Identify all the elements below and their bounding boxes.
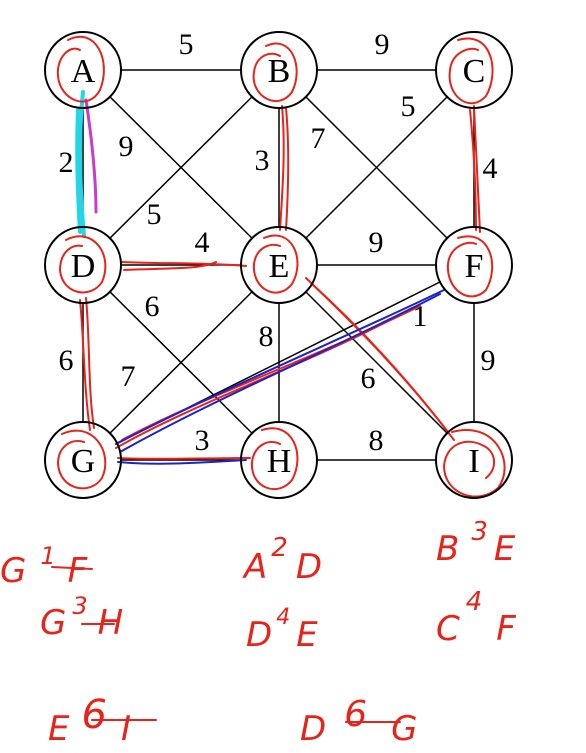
node-label: E xyxy=(269,248,290,285)
cyan-highlight-stroke xyxy=(75,108,82,234)
node-label: C xyxy=(463,53,486,90)
red-node-circle xyxy=(446,235,494,298)
edge-weight-h-i: 8 xyxy=(369,424,384,457)
edge-weight-g-h: 3 xyxy=(195,424,210,457)
node-background xyxy=(242,423,316,497)
edge-weight-c-f: 4 xyxy=(483,152,498,185)
node-i: I xyxy=(435,421,513,499)
node-g: G xyxy=(44,421,122,499)
red-edge-trace xyxy=(79,299,91,431)
edge-e-g xyxy=(82,264,280,461)
node-d: D xyxy=(44,226,122,304)
handwritten-annotations xyxy=(56,35,506,498)
red-edge-trace xyxy=(117,457,251,460)
node-background xyxy=(437,33,511,107)
edge-weight-a-b: 5 xyxy=(179,28,194,61)
node-label: G xyxy=(71,443,96,480)
edge-weight-d-g: 6 xyxy=(59,344,74,377)
red-node-circle xyxy=(252,234,299,294)
node-circle xyxy=(435,31,513,109)
node-circle xyxy=(44,31,122,109)
node-circle xyxy=(44,226,122,304)
node-label: F xyxy=(465,248,484,285)
node-label: D xyxy=(71,248,96,285)
red-node-circle xyxy=(448,37,494,105)
red-node-circle xyxy=(250,427,299,491)
node-circle xyxy=(240,31,318,109)
node-background xyxy=(437,423,511,497)
node-c: C xyxy=(435,31,513,109)
edge-c-e xyxy=(278,69,475,266)
node-circle xyxy=(240,226,318,304)
edge-weight-b-e: 3 xyxy=(255,144,270,177)
note-underline xyxy=(51,566,93,570)
edge-weight-b-f: 7 xyxy=(311,122,326,155)
magenta-highlight-stroke xyxy=(84,98,98,214)
edge-weight-a-d: 2 xyxy=(59,146,74,179)
edge-weight-b-c: 9 xyxy=(375,28,390,61)
red-node-circle xyxy=(252,42,298,103)
red-node-circle xyxy=(443,429,506,498)
node-circle xyxy=(240,421,318,499)
edge-weight-c-e: 5 xyxy=(401,90,416,123)
red-edge-trace xyxy=(469,109,477,231)
blue-edge-trace xyxy=(117,459,247,465)
red-edge-trace xyxy=(123,261,217,271)
node-a: A xyxy=(44,31,122,109)
edge-weight-b-d: 5 xyxy=(147,198,162,231)
node-background xyxy=(242,33,316,107)
node-background xyxy=(437,228,511,302)
red-node-circle xyxy=(56,35,105,103)
edge-weight-e-i: 6 xyxy=(361,362,376,395)
red-edge-trace xyxy=(85,297,95,429)
node-label: I xyxy=(468,443,479,480)
node-circle xyxy=(435,226,513,304)
edge-weight-e-g: 7 xyxy=(121,360,136,393)
node-circle xyxy=(44,421,122,499)
red-node-circle xyxy=(57,429,107,490)
edge-weight-d-e: 4 xyxy=(195,226,210,259)
node-background xyxy=(242,228,316,302)
red-node-circle xyxy=(59,235,107,294)
edge-e-i xyxy=(278,264,475,461)
node-label: B xyxy=(268,53,291,90)
nodes-layer: A B C D E F G H I xyxy=(44,31,513,499)
red-edge-trace xyxy=(473,105,481,233)
red-edge-trace xyxy=(311,283,455,441)
node-h: H xyxy=(240,421,318,499)
node-label: H xyxy=(267,443,292,480)
red-edge-trace xyxy=(279,105,285,231)
red-edge-trace xyxy=(121,261,247,267)
node-e: E xyxy=(240,226,318,304)
blue-edge-trace xyxy=(119,293,441,453)
edge-weight-e-f: 9 xyxy=(369,226,384,259)
edge-weight-a-e: 9 xyxy=(119,130,134,163)
edge-weight-d-h: 6 xyxy=(145,290,160,323)
blue-edge-trace xyxy=(115,289,445,445)
node-b: B xyxy=(240,31,318,109)
edge-b-d xyxy=(82,69,280,266)
note-c-f: C4F xyxy=(436,587,516,649)
edge-weight-f-i: 9 xyxy=(481,344,496,377)
edge-weight-e-h: 8 xyxy=(259,320,274,353)
red-edge-trace xyxy=(285,107,290,231)
node-label: A xyxy=(71,53,96,90)
node-f: F xyxy=(435,226,513,304)
node-circle xyxy=(435,421,513,499)
